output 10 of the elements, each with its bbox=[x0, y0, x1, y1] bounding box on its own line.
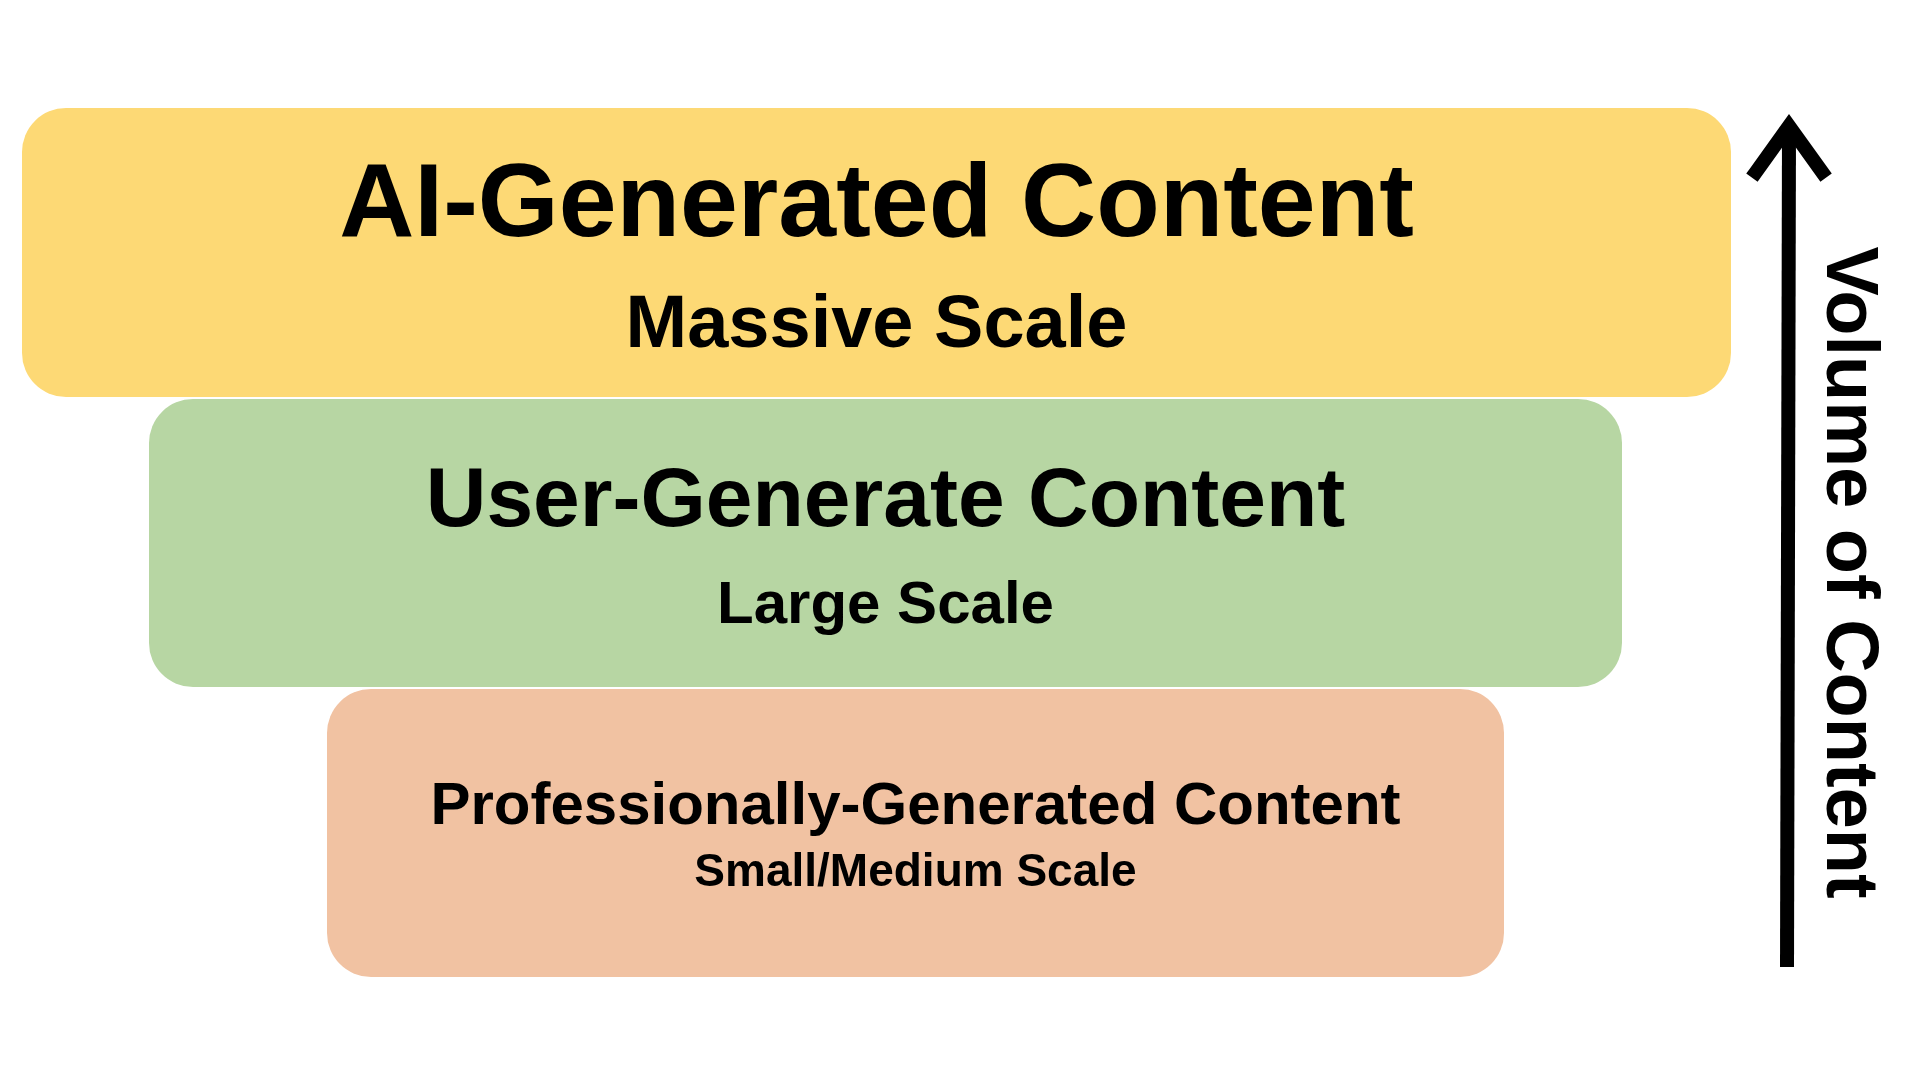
tier-subheading: Massive Scale bbox=[625, 278, 1128, 364]
axis-label: Volume of Content bbox=[1809, 245, 1895, 899]
tier-subheading: Small/Medium Scale bbox=[694, 844, 1137, 897]
tier-heading: Professionally-Generated Content bbox=[430, 769, 1401, 839]
tier-heading: AI-Generated Content bbox=[339, 141, 1414, 261]
tier-box bbox=[149, 399, 1622, 687]
tier-subheading: Large Scale bbox=[717, 567, 1054, 637]
tier-box bbox=[22, 108, 1731, 397]
tier-heading: User-Generate Content bbox=[425, 449, 1346, 546]
tier-box bbox=[327, 689, 1504, 977]
